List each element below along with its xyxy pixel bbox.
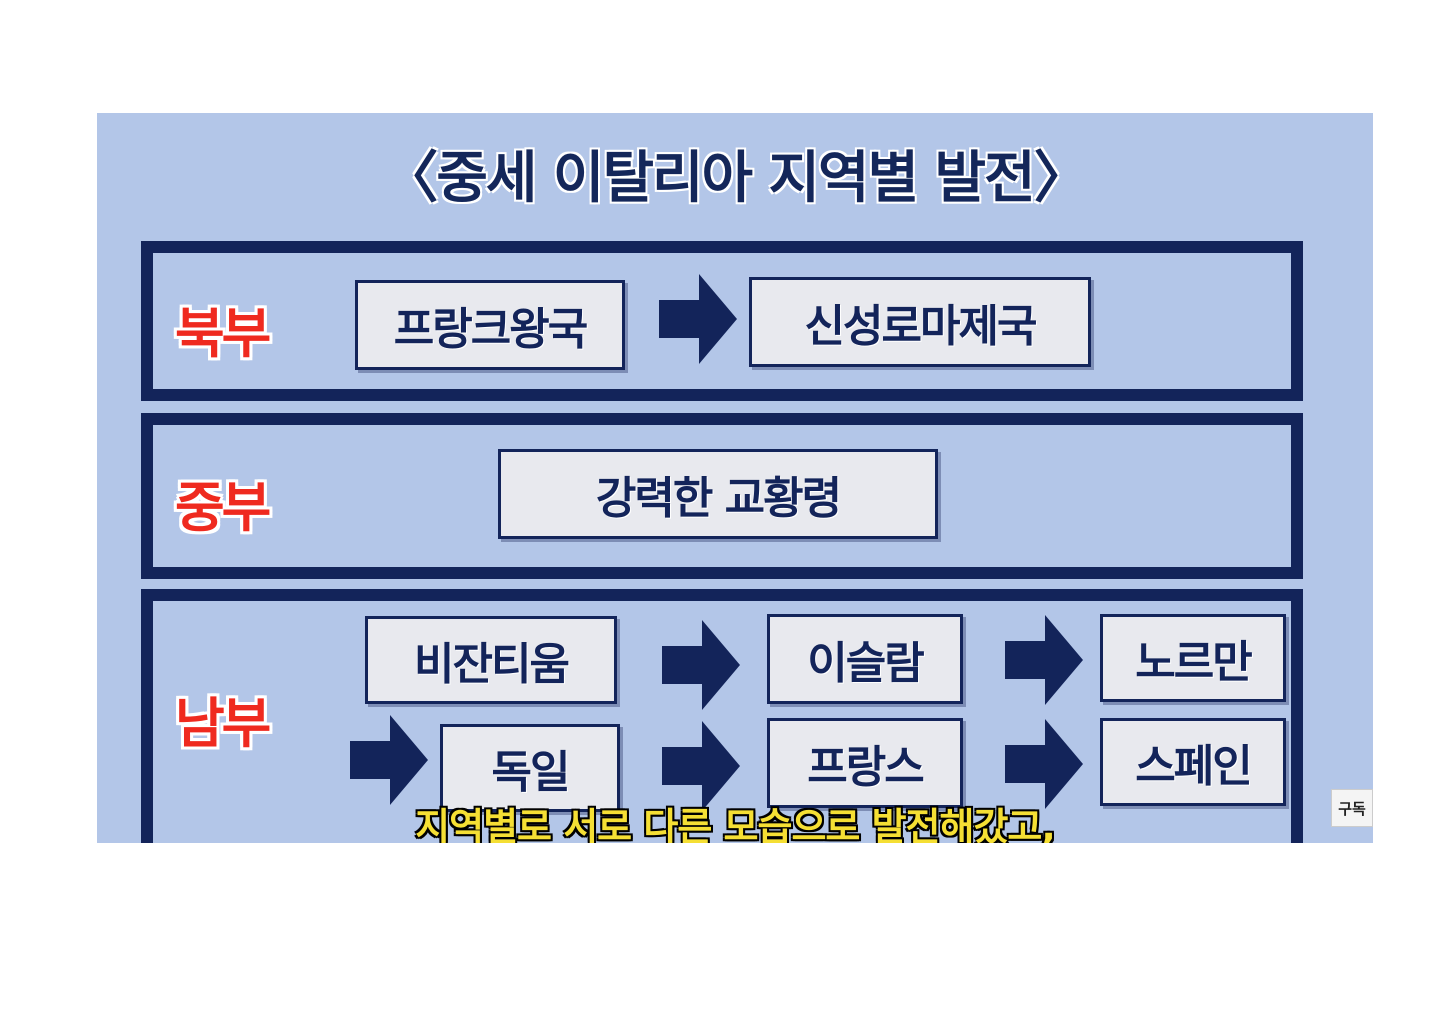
box-holy-roman-empire: 신성로마제국: [749, 277, 1091, 367]
box-normans: 노르만: [1100, 614, 1286, 702]
panel-north: [141, 241, 1303, 401]
arrow-right-icon: [1005, 615, 1083, 705]
region-label-central: 중부: [175, 476, 271, 539]
region-label-north: 북부: [175, 302, 271, 365]
box-islam: 이슬람: [767, 614, 963, 704]
arrow-right-icon: [662, 620, 740, 710]
arrow-right-icon: [662, 721, 740, 811]
region-label-south: 남부: [175, 692, 271, 755]
box-france: 프랑스: [767, 718, 963, 808]
diagram-title: 〈중세 이탈리아 지역별 발전〉: [382, 146, 1089, 211]
box-frankish-kingdom: 프랑크왕국: [355, 280, 625, 370]
box-spain: 스페인: [1100, 718, 1286, 806]
box-byzantium: 비잔티움: [365, 616, 617, 704]
box-papal-states: 강력한 교황령: [498, 449, 938, 539]
box-germany: 독일: [440, 724, 620, 812]
arrow-right-icon: [350, 715, 428, 805]
video-frame: 〈중세 이탈리아 지역별 발전〉 북부 프랑크왕국 신성로마제국 중부 강력한 …: [97, 113, 1373, 843]
arrow-right-icon: [659, 274, 737, 364]
arrow-right-icon: [1005, 719, 1083, 809]
subscribe-button[interactable]: 구독: [1331, 789, 1373, 827]
caption-subtitle: 지역별로 서로 다른 모습으로 발전해갔고,: [415, 805, 1056, 843]
